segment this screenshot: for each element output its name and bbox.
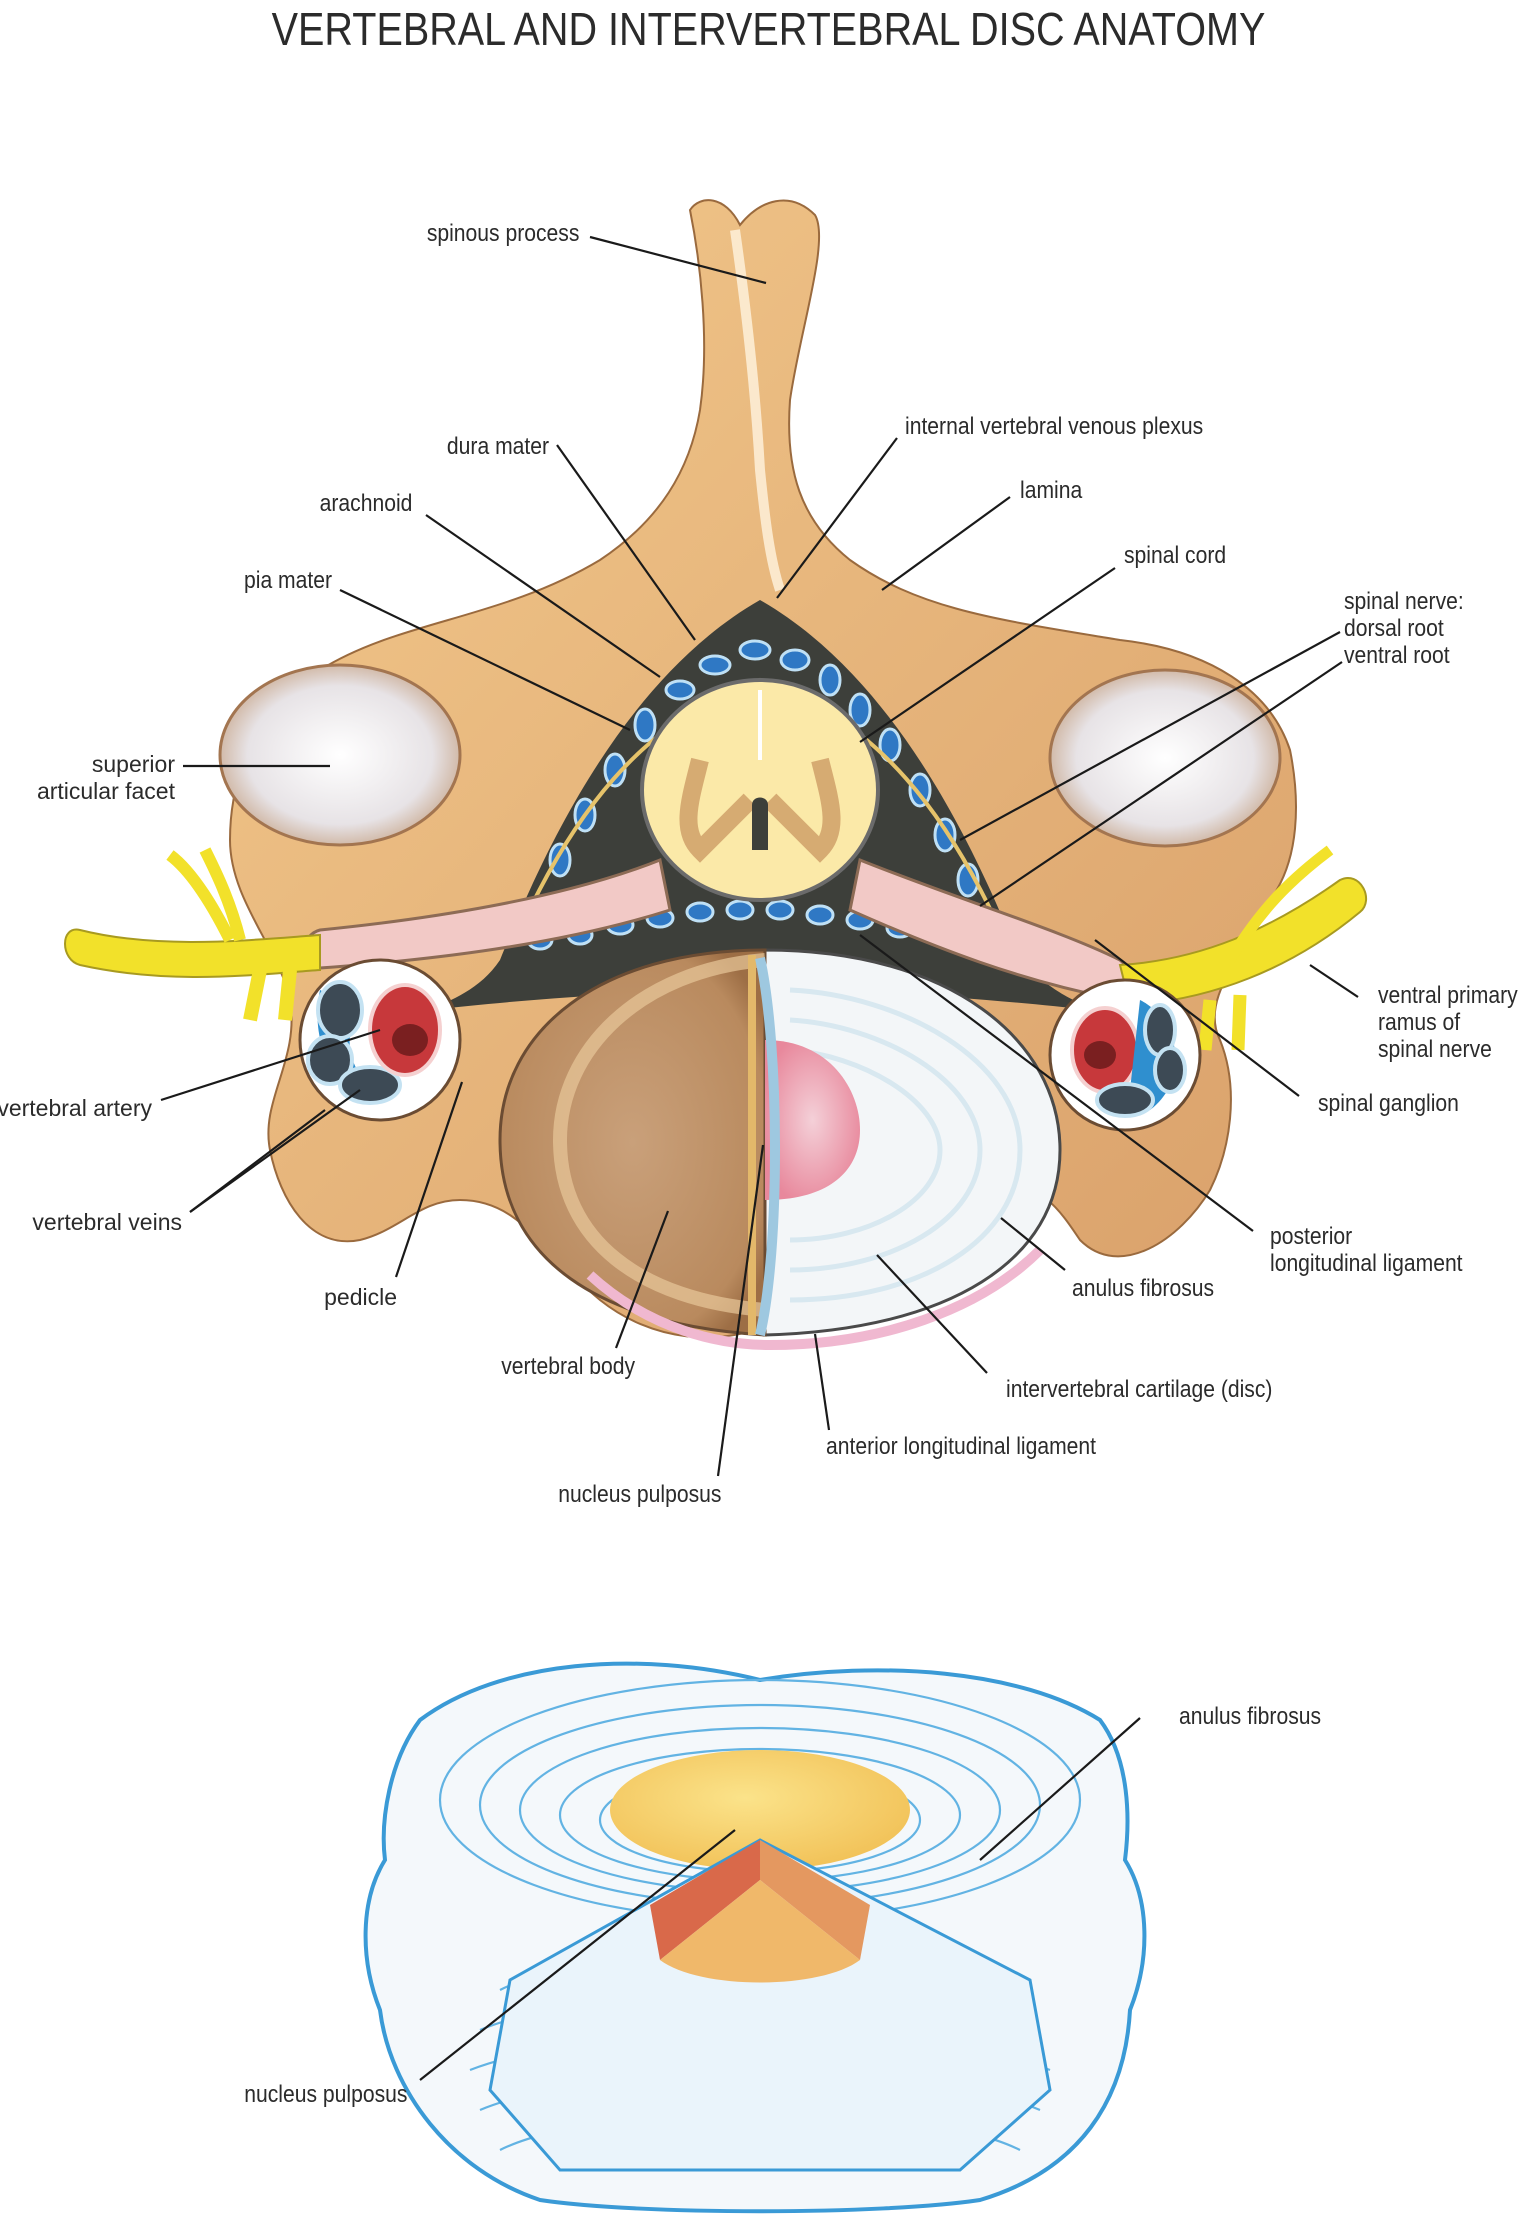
label-lamina: lamina: [1020, 477, 1083, 504]
label-pedicle: pedicle: [324, 1284, 397, 1310]
top-cross-section: [64, 199, 1367, 1351]
leader-lines-top: [160, 235, 1359, 1477]
left-vertebral-vessels: [298, 958, 462, 1122]
label-vertebral-body: vertebral body: [501, 1353, 635, 1380]
label-ventral-primary-ramus-2: ramus of: [1378, 1009, 1461, 1036]
label-posterior-longitudinal-ligament-2: longitudinal ligament: [1270, 1250, 1463, 1277]
nucleus-top: [610, 1750, 910, 1870]
label-spinal-cord: spinal cord: [1124, 542, 1227, 569]
label-superior-articular-facet-2: articular facet: [36, 778, 175, 804]
label-dorsal-root: dorsal root: [1344, 615, 1444, 642]
label-spinal-nerve: spinal nerve:: [1344, 588, 1464, 615]
vertebral-body-disc: [498, 948, 1062, 1351]
label-dura-mater: dura mater: [446, 433, 549, 460]
right-articular-facet: [1048, 668, 1282, 848]
label-arachnoid: arachnoid: [319, 490, 412, 517]
label-internal-vertebral-venous-plexus: internal vertebral venous plexus: [905, 413, 1204, 440]
label-pia-mater: pia mater: [243, 567, 332, 594]
label-spinous-process: spinous process: [426, 220, 579, 247]
label-nucleus-pulposus: nucleus pulposus: [557, 1481, 721, 1508]
bottom-disc-figure: [363, 1661, 1147, 2214]
label-vertebral-veins: vertebral veins: [32, 1209, 182, 1235]
leader-lines-bottom: [419, 1717, 1141, 2081]
left-articular-facet: [218, 663, 462, 847]
label-superior-articular-facet-1: superior: [91, 751, 175, 777]
label-ventral-root: ventral root: [1344, 642, 1450, 669]
label-ventral-primary-ramus-3: spinal nerve: [1378, 1036, 1492, 1063]
page-title: VERTEBRAL AND INTERVERTEBRAL DISC ANATOM…: [271, 3, 1266, 55]
label-bottom-anulus-fibrosus: anulus fibrosus: [1179, 1703, 1322, 1730]
label-vertebral-artery: vertebral artery: [0, 1095, 152, 1121]
left-spinal-nerve: [64, 928, 321, 978]
label-posterior-longitudinal-ligament-1: posterior: [1270, 1223, 1353, 1250]
label-anulus-fibrosus: anulus fibrosus: [1072, 1275, 1215, 1302]
label-ventral-primary-ramus-1: ventral primary: [1378, 982, 1518, 1009]
label-bottom-nucleus-pulposus: nucleus pulposus: [243, 2081, 407, 2108]
cut-wedge: [488, 1838, 1052, 2172]
label-spinal-ganglion: spinal ganglion: [1318, 1090, 1459, 1117]
label-intervertebral-cartilage: intervertebral cartilage (disc): [1006, 1376, 1273, 1403]
label-anterior-longitudinal-ligament: anterior longitudinal ligament: [826, 1433, 1097, 1460]
spinal-cord: [640, 678, 880, 902]
right-vertebral-vessels: [1048, 978, 1202, 1132]
